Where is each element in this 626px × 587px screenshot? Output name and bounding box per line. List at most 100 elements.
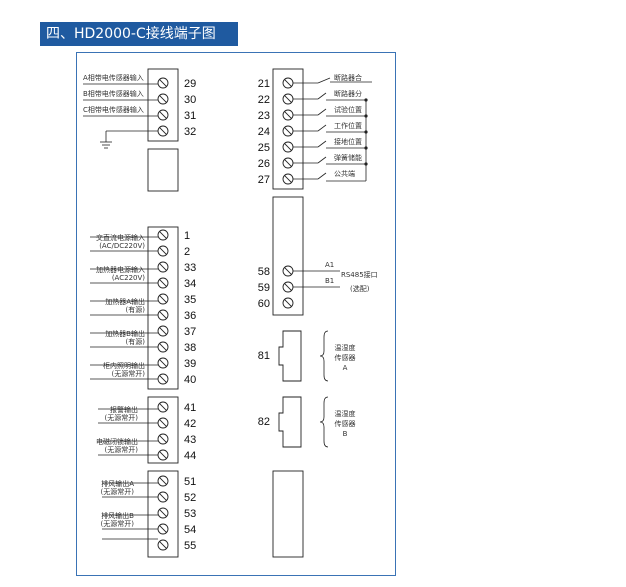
- status-label: 断路器分: [334, 89, 362, 98]
- function-label-note: (无源常开): [105, 413, 139, 422]
- function-label: 交直流电源输入: [96, 233, 145, 242]
- terminal-screw-35-slot: [159, 295, 167, 303]
- terminal-screw-2-slot: [159, 247, 167, 255]
- terminal-screw-42-slot: [159, 419, 167, 427]
- terminal-number-32: 32: [184, 126, 196, 138]
- sensor-port-number: 82: [258, 416, 270, 428]
- terminal-number-42: 42: [184, 418, 196, 430]
- terminal-number-24: 24: [258, 126, 270, 138]
- sensor-label: 温湿度: [335, 409, 356, 418]
- terminal-number-54: 54: [184, 524, 196, 536]
- status-label: 接地位置: [334, 137, 362, 146]
- status-label: 断路器合: [334, 73, 362, 82]
- terminal-screw-33-slot: [159, 263, 167, 271]
- terminal-screw-31-slot: [159, 111, 167, 119]
- page-title: 四、HD2000-C接线端子图: [40, 22, 238, 46]
- terminal-screw-59-slot: [284, 283, 292, 291]
- terminal-number-59: 59: [258, 282, 270, 294]
- sensor-input-label: B相带电传感器输入: [83, 89, 144, 98]
- wire: [317, 108, 327, 116]
- status-label: 试验位置: [334, 105, 362, 114]
- terminal-number-52: 52: [184, 492, 196, 504]
- terminal-block-58-60: [272, 196, 304, 316]
- function-label: 排风输出A: [101, 479, 134, 488]
- function-label-note: (无源常开): [101, 487, 135, 496]
- terminal-screw-60-slot: [284, 299, 292, 307]
- terminal-screw-37-slot: [159, 327, 167, 335]
- terminal-number-2: 2: [184, 246, 190, 258]
- terminal-block-51-55: [147, 470, 179, 558]
- diagram-frame: [76, 52, 396, 576]
- function-label-note: (AC220V): [112, 274, 145, 282]
- terminal-number-43: 43: [184, 434, 196, 446]
- function-label: 柜内照明输出: [103, 361, 145, 370]
- terminal-screw-30-slot: [159, 95, 167, 103]
- function-label: 加热器电源输入: [96, 265, 145, 274]
- function-label: 电磁闭锁输出: [96, 437, 138, 446]
- terminal-screw-32-slot: [159, 127, 167, 135]
- terminal-screw-44-slot: [159, 451, 167, 459]
- terminal-number-1: 1: [184, 230, 190, 242]
- wire: [317, 172, 327, 180]
- terminal-number-33: 33: [184, 262, 196, 274]
- terminal-screw-55-slot: [159, 541, 167, 549]
- terminal-screw-58-slot: [284, 267, 292, 275]
- terminal-screw-24-slot: [284, 127, 292, 135]
- terminal-block-1-40: [147, 226, 179, 390]
- wire: [317, 77, 331, 84]
- terminal-screw-51-slot: [159, 477, 167, 485]
- sensor-connector: [278, 396, 302, 448]
- function-label: 加热器A输出: [105, 297, 145, 306]
- signal-label-b1: B1: [325, 277, 334, 285]
- status-label: 公共端: [334, 169, 355, 178]
- sensor-brace: [319, 396, 329, 448]
- terminal-number-31: 31: [184, 110, 196, 122]
- terminal-number-25: 25: [258, 142, 270, 154]
- function-label: 排风输出B: [101, 511, 134, 520]
- terminal-number-23: 23: [258, 110, 270, 122]
- status-label: 弹簧储能: [334, 153, 362, 162]
- terminal-screw-36-slot: [159, 311, 167, 319]
- sensor-label: B: [343, 430, 348, 438]
- sensor-label: 传感器: [335, 419, 356, 428]
- empty-module-slot: [272, 470, 304, 558]
- sensor-label: 传感器: [335, 353, 356, 362]
- terminal-screw-43-slot: [159, 435, 167, 443]
- terminal-number-30: 30: [184, 94, 196, 106]
- function-label-note: (无源常开): [105, 445, 139, 454]
- terminal-number-26: 26: [258, 158, 270, 170]
- terminal-screw-38-slot: [159, 343, 167, 351]
- function-label-note: (AC/DC220V): [99, 242, 145, 250]
- terminal-screw-40-slot: [159, 375, 167, 383]
- terminal-number-58: 58: [258, 266, 270, 278]
- terminal-screw-53-slot: [159, 509, 167, 517]
- terminal-screw-22-slot: [284, 95, 292, 103]
- signal-label-a1: A1: [325, 261, 334, 269]
- terminal-number-39: 39: [184, 358, 196, 370]
- wire: [317, 92, 327, 100]
- terminal-number-21: 21: [258, 78, 270, 90]
- sensor-label: 温湿度: [335, 343, 356, 352]
- terminal-screw-52-slot: [159, 493, 167, 501]
- terminal-number-44: 44: [184, 450, 196, 462]
- status-label: 工作位置: [334, 121, 362, 130]
- terminal-screw-54-slot: [159, 525, 167, 533]
- terminal-number-53: 53: [184, 508, 196, 520]
- terminal-number-41: 41: [184, 402, 196, 414]
- terminal-screw-25-slot: [284, 143, 292, 151]
- function-label-note: (无源常开): [101, 519, 135, 528]
- terminal-number-22: 22: [258, 94, 270, 106]
- sensor-input-label: A相带电传感器输入: [83, 73, 144, 82]
- rs485-note: (选配): [350, 284, 370, 293]
- function-label-note: (有源): [126, 305, 146, 314]
- sensor-input-label: C相带电传感器输入: [83, 105, 144, 114]
- terminal-number-27: 27: [258, 174, 270, 186]
- empty-module-slot: [147, 148, 179, 192]
- terminal-screw-34-slot: [159, 279, 167, 287]
- rs485-label: RS485接口: [341, 270, 378, 279]
- terminal-number-34: 34: [184, 278, 196, 290]
- terminal-screw-39-slot: [159, 359, 167, 367]
- terminal-screw-26-slot: [284, 159, 292, 167]
- terminal-block-21-27: [272, 68, 304, 190]
